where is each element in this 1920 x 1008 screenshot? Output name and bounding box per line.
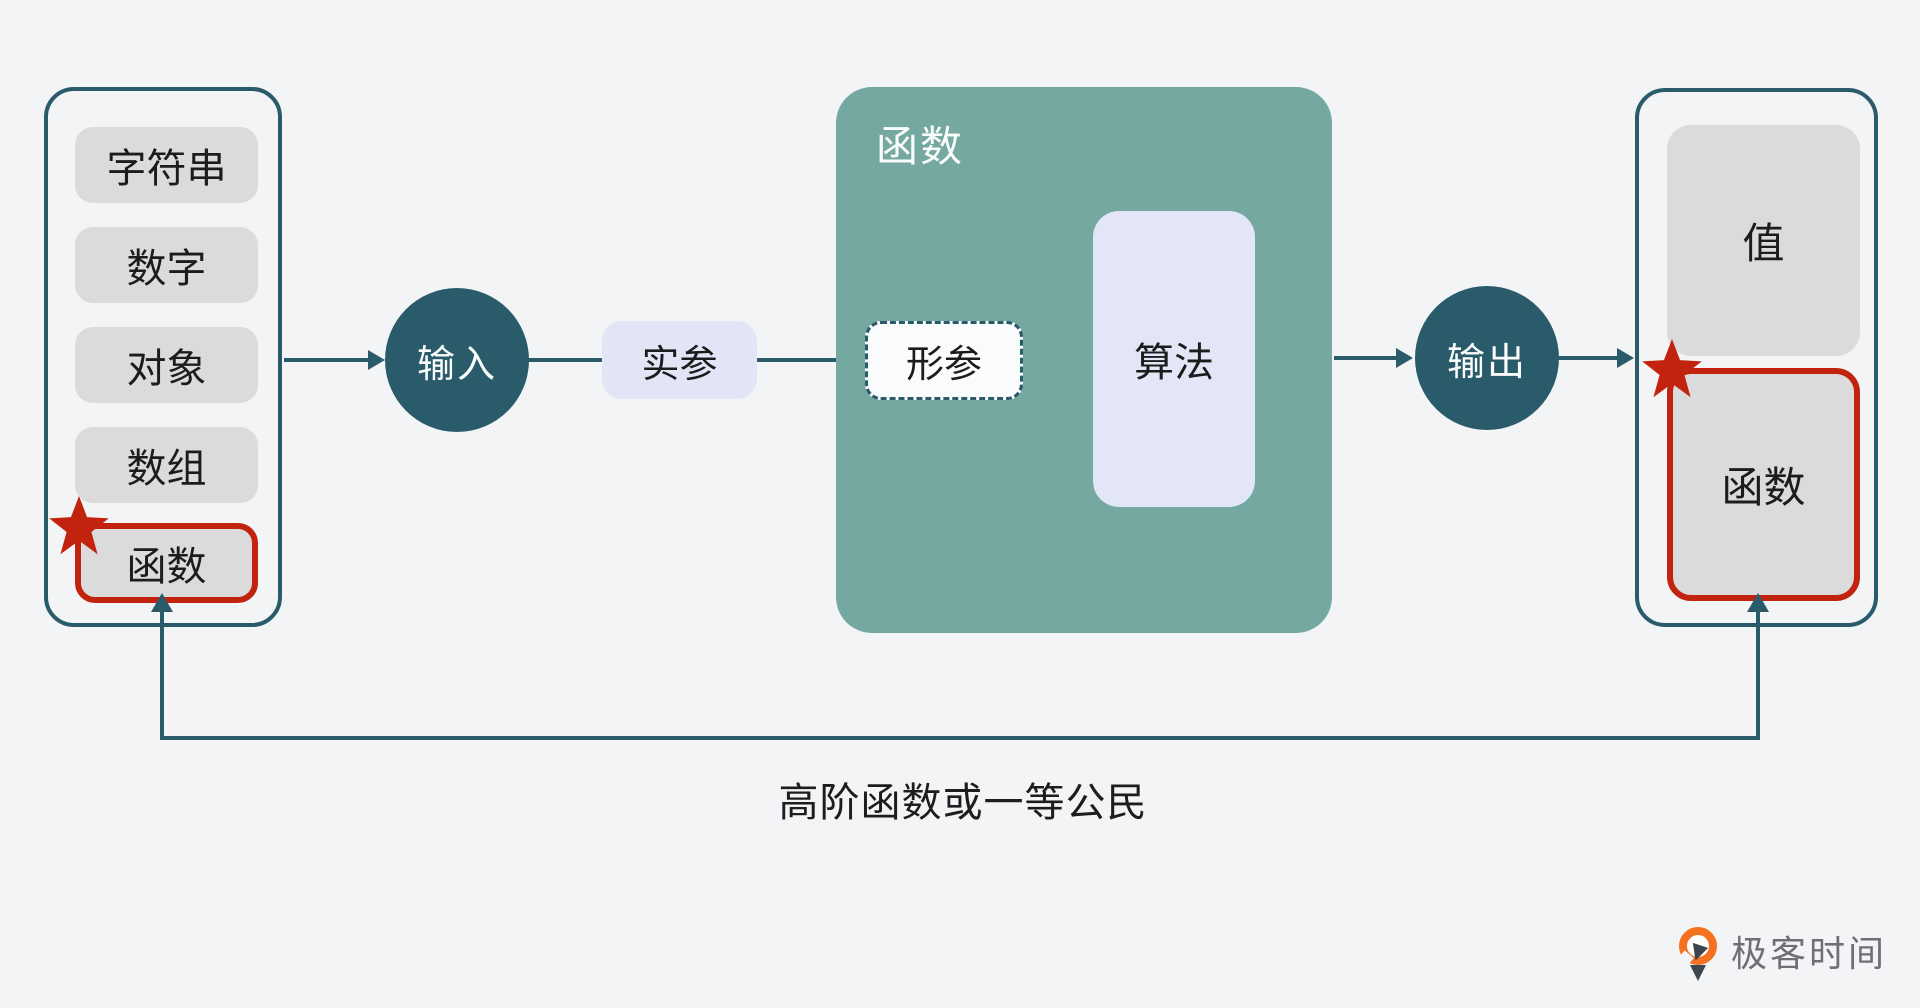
- flow-line-output-to-results: [1559, 356, 1619, 360]
- geektime-pin-icon: [1678, 925, 1717, 983]
- type-box-object: 对象: [75, 327, 258, 403]
- actual-param-label: 实参: [641, 343, 718, 386]
- output-node-label: 输出: [1446, 341, 1527, 384]
- flow-line-types-to-input: [284, 358, 370, 362]
- arrowhead-types-to-input: [368, 350, 385, 370]
- result-box-function-highlighted: 函数: [1667, 368, 1860, 601]
- flow-line-input-to-actual: [527, 358, 603, 362]
- type-box-string: 字符串: [75, 127, 258, 203]
- type-label-string: 字符串: [106, 147, 227, 191]
- type-box-function-highlighted: 函数: [75, 523, 258, 603]
- input-node: 输入: [385, 288, 529, 432]
- result-label-value: 值: [1742, 220, 1785, 267]
- flow-line-actual-to-formal: [757, 358, 847, 362]
- result-label-function: 函数: [1721, 464, 1806, 511]
- arrowhead-loop-left-up: [151, 593, 173, 612]
- formal-param-label: 形参: [905, 344, 982, 386]
- geektime-logo-text: 极客时间: [1731, 933, 1888, 974]
- loop-line-horizontal: [160, 736, 1760, 740]
- type-label-function: 函数: [126, 545, 207, 589]
- loop-line-left-vertical: [160, 610, 164, 740]
- algorithm-box: 算法: [1093, 211, 1255, 507]
- type-box-number: 数字: [75, 227, 258, 303]
- input-node-label: 输入: [416, 343, 497, 386]
- algorithm-label: 算法: [1134, 341, 1214, 385]
- type-label-number: 数字: [126, 247, 207, 291]
- arrowhead-output-to-results: [1617, 348, 1634, 368]
- function-container: 函数 形参 算法: [836, 87, 1332, 633]
- arrowhead-function-to-output: [1396, 348, 1413, 368]
- actual-param-box: 实参: [602, 321, 757, 399]
- result-box-value: 值: [1667, 125, 1860, 356]
- diagram-caption: 高阶函数或一等公民: [778, 781, 1148, 825]
- loop-line-right-vertical: [1756, 610, 1760, 740]
- function-container-label: 函数: [876, 123, 965, 170]
- pin-tail-shape: [1690, 965, 1706, 981]
- type-label-array: 数组: [126, 447, 207, 491]
- type-box-array: 数组: [75, 427, 258, 503]
- flow-line-function-to-output: [1334, 356, 1398, 360]
- value-types-panel: 字符串 数字 对象 数组 函数: [44, 87, 282, 627]
- arrowhead-loop-right-up: [1747, 593, 1769, 612]
- formal-param-box: 形参: [865, 321, 1023, 400]
- output-node: 输出: [1415, 286, 1559, 430]
- type-label-object: 对象: [126, 347, 207, 391]
- geektime-logo: 极客时间: [1678, 925, 1888, 983]
- result-panel: 值 函数: [1635, 88, 1878, 627]
